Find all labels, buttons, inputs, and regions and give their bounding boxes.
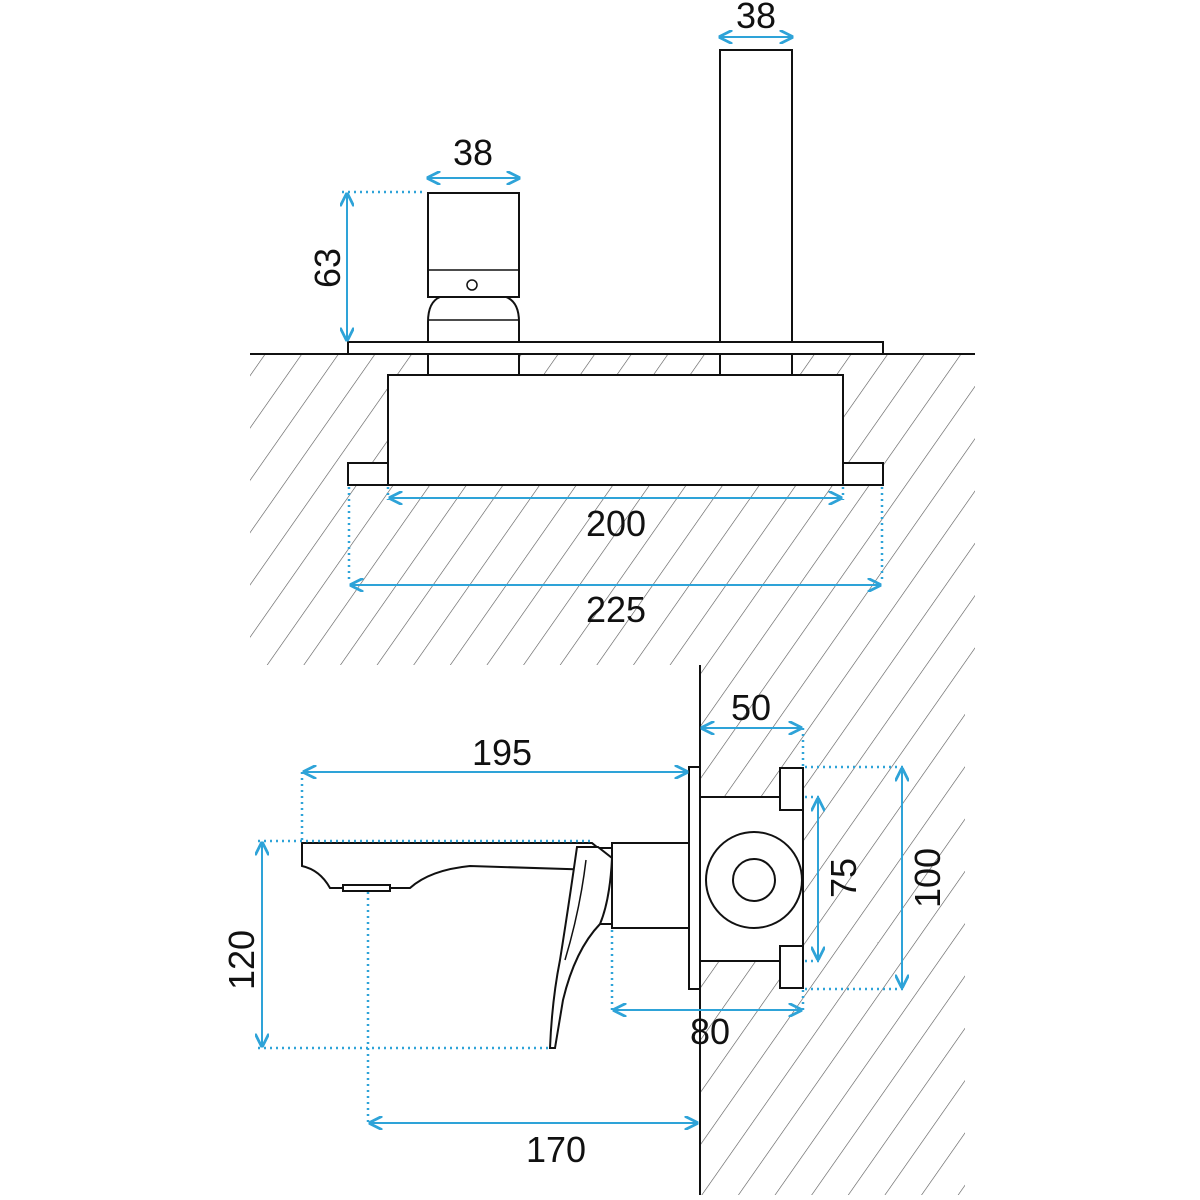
handle-screw-icon — [466, 279, 478, 291]
cartridge-inner-icon — [732, 858, 776, 902]
dim-label-total-height: 120 — [221, 930, 262, 990]
side-box-tab-bottom — [779, 945, 804, 989]
dim-label-handle-width: 38 — [453, 132, 493, 173]
side-lever-handle — [548, 846, 614, 1049]
dim-label-spout-reach: 170 — [526, 1129, 586, 1170]
dim-label-height-100: 100 — [907, 848, 948, 908]
spout-collar — [719, 353, 793, 376]
side-spout — [301, 842, 599, 889]
dim-label-spout-width: 38 — [736, 0, 776, 36]
concealed-box — [387, 374, 844, 486]
side-spout-block — [611, 842, 690, 929]
dim-label-box-depth: 80 — [690, 1011, 730, 1052]
side-aerator — [342, 884, 391, 892]
dim-label-box-inner: 200 — [586, 503, 646, 544]
side-lever-highlight — [564, 859, 587, 961]
side-view: 195 50 75 100 120 80 170 — [221, 665, 965, 1195]
side-cover-plate — [688, 766, 701, 990]
cover-plate — [347, 341, 884, 355]
handle-collar — [427, 353, 520, 376]
dim-label-height-75: 75 — [823, 858, 864, 898]
dim-label-spout-length: 195 — [472, 732, 532, 773]
side-box-tab-top — [779, 767, 804, 811]
spout-body — [719, 49, 793, 343]
dim-label-depth-50: 50 — [731, 687, 771, 728]
dim-label-box-outer: 225 — [586, 589, 646, 630]
dim-label-handle-height: 63 — [307, 248, 348, 288]
top-view: 38 38 63 200 225 — [250, 0, 975, 665]
